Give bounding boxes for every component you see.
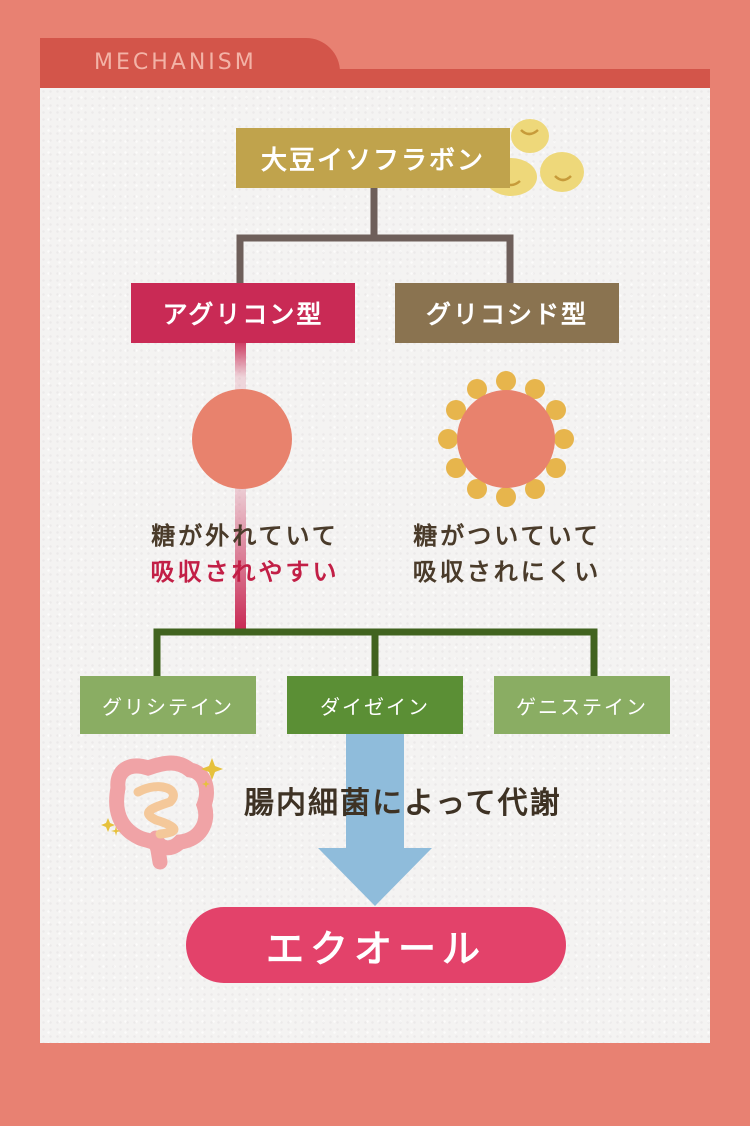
aglycone-desc-line2: 吸収されやすい	[150, 558, 340, 586]
aglycone-description: 糖が外れていて 吸収されやすい	[130, 518, 360, 590]
glycoside-desc-line2: 吸収されにくい	[412, 558, 602, 586]
aglycone-desc-line1: 糖が外れていて	[151, 522, 339, 550]
component-connector	[153, 628, 598, 676]
glycoside-type-box: グリコシド型	[395, 283, 619, 343]
aglycone-type-box: アグリコン型	[131, 283, 355, 343]
equol-result: エクオール	[186, 907, 566, 983]
glycoside-molecule-icon	[438, 371, 574, 507]
metabolism-label: 腸内細菌によって代謝	[244, 786, 562, 821]
header-label: MECHANISM	[94, 50, 257, 75]
glycoside-desc-line1: 糖がついていて	[413, 522, 601, 550]
glycoside-description: 糖がついていて 吸収されにくい	[392, 518, 622, 590]
component-genistein: ゲニステイン	[494, 676, 670, 734]
header-strip	[40, 69, 710, 89]
soy-isoflavone-box: 大豆イソフラボン	[236, 128, 510, 188]
component-daidzein: ダイゼイン	[287, 676, 463, 734]
aglycone-molecule-icon	[192, 389, 292, 489]
component-glycitein: グリシテイン	[80, 676, 256, 734]
branch-connector	[236, 188, 514, 283]
down-arrow-icon	[318, 734, 432, 906]
intestine-icon	[101, 755, 223, 870]
